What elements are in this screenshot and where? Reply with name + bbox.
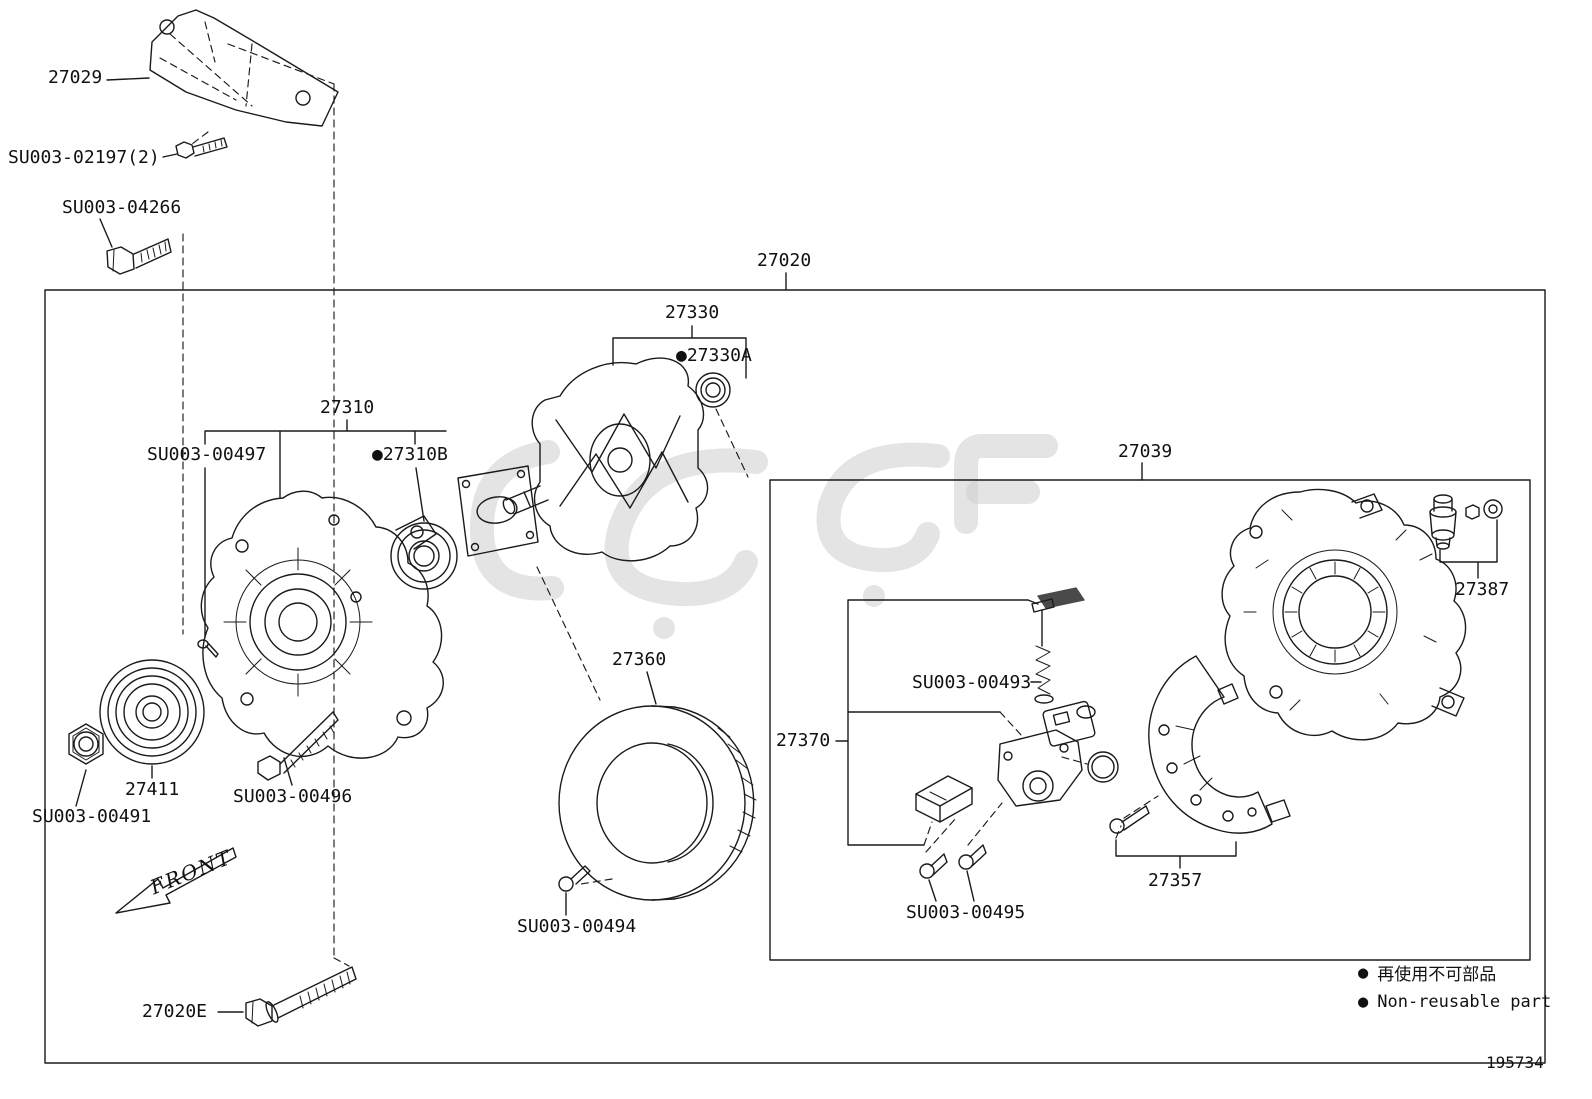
label-su003-00495: SU003-00495: [906, 902, 1026, 923]
bolt-su003-02197-drawing: [175, 137, 228, 159]
label-27360: 27360: [612, 649, 667, 670]
terminal-27387-drawing: [1429, 494, 1503, 550]
label-su003-00497: SU003-00497: [147, 444, 267, 465]
label-27411: 27411: [125, 779, 180, 800]
non-reusable-dot-icon: ●: [1358, 962, 1369, 983]
legend-text-jp: 再使用不可部品: [1377, 965, 1497, 985]
label-27020e: 27020E: [142, 1001, 208, 1022]
nut-su003-00491-drawing: [68, 723, 104, 765]
legend-text-en: Non-reusable part: [1377, 992, 1552, 1012]
label-27310b: ●27310B: [372, 444, 448, 465]
legend-row-en: ● Non-reusable part: [1358, 992, 1551, 1012]
bolt-su003-00494-drawing: [558, 865, 591, 892]
legend-row-jp: ● 再使用不可部品: [1358, 960, 1551, 986]
label-su003-00496: SU003-00496: [233, 786, 353, 807]
label-27039: 27039: [1118, 441, 1173, 462]
regulator-27370-drawing: [915, 587, 1150, 879]
pin-su003-00497-drawing: [197, 639, 219, 658]
label-su003-00491: SU003-00491: [32, 806, 152, 827]
bolt-su003-04266-drawing: [106, 238, 172, 275]
pulley-27411-drawing: [99, 659, 205, 765]
label-su003-04266: SU003-04266: [62, 197, 182, 218]
label-su003-00494: SU003-00494: [517, 916, 637, 937]
rear-housing-27039-drawing: [1221, 488, 1467, 741]
label-27330: 27330: [665, 302, 720, 323]
retainer-plate-drawing: [457, 465, 539, 557]
label-27387: 27387: [1455, 579, 1510, 600]
label-27370: 27370: [776, 730, 831, 751]
rotor-27330-drawing: [502, 357, 709, 562]
boundary-boxes: [44, 289, 1546, 1064]
watermark: [469, 434, 1058, 639]
label-su003-02197: SU003-02197(2): [8, 147, 160, 168]
label-27330a: ●27330A: [676, 345, 752, 366]
through-bolt-27020e-drawing: [245, 966, 357, 1027]
label-27310: 27310: [320, 397, 375, 418]
bracket-27029-drawing: [149, 9, 339, 127]
front-arrow-icon: [115, 847, 237, 914]
label-su003-00493: SU003-00493: [912, 672, 1032, 693]
bearing-27310b-drawing: [390, 522, 458, 590]
stator-27360-drawing: [558, 705, 757, 901]
non-reusable-dot-icon: ●: [1358, 992, 1369, 1012]
alignment-dashed-lines: [169, 21, 1159, 967]
rectifier-27357-drawing: [1148, 655, 1291, 834]
front-housing-27310-drawing: [200, 490, 444, 759]
leader-lines: [75, 77, 1498, 1013]
drawing-number: 195734: [1486, 1053, 1544, 1072]
label-27020: 27020: [757, 250, 812, 271]
bearing-27330a-drawing: [695, 372, 731, 408]
bolt-su003-00496-drawing: [257, 711, 339, 781]
legend: ● 再使用不可部品 ● Non-reusable part: [1358, 960, 1551, 1013]
label-27029: 27029: [48, 67, 103, 88]
label-27357: 27357: [1148, 870, 1203, 891]
